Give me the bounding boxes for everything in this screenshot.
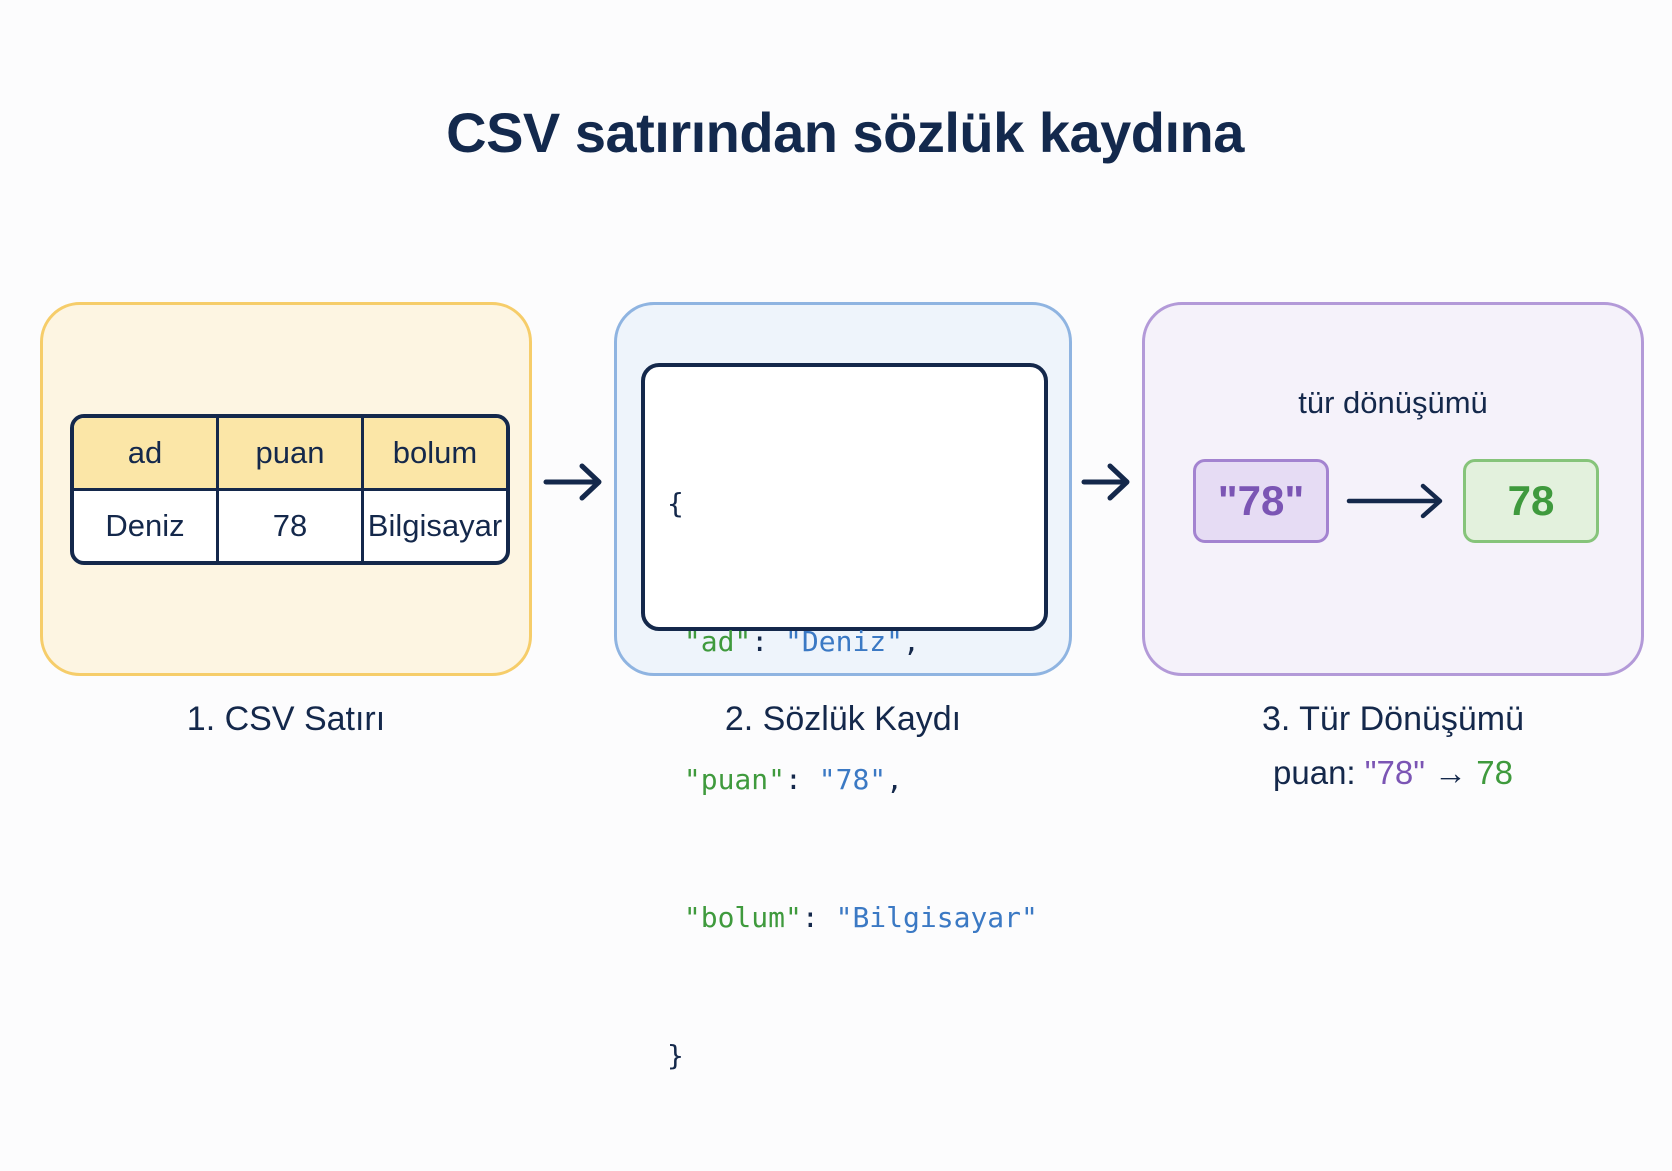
dict-value: "Deniz" [785,625,904,658]
dict-record-panel: { "ad": "Deniz", "puan": "78", "bolum": … [614,302,1072,1072]
csv-data-cell: Bilgisayar [367,508,503,543]
brace-close: } [667,1039,684,1072]
arrow-right-icon [543,463,602,501]
step-1-caption: 1. CSV Satırı [186,700,386,738]
csv-header-row: ad puan bolum [74,418,506,491]
code-close-brace: } [667,1033,1044,1079]
sub-caption-string-value: "78" [1364,754,1425,791]
type-conversion-panel: tür dönüşümü "78" 78 [1142,302,1644,676]
csv-data-cell: 78 [219,491,364,561]
type-conversion-label: tür dönüşümü [1298,385,1488,420]
csv-header-cell: ad [74,418,219,488]
dict-separator: : [801,901,836,934]
dict-separator: : [751,625,786,658]
dict-value: "78" [818,763,887,796]
step-2-caption: 2. Sözlük Kaydı [724,700,962,738]
sub-caption-number-value: 78 [1476,754,1513,791]
page-title: CSV satırından sözlük kaydına [446,101,1244,164]
sub-caption-field: puan: [1273,754,1356,791]
csv-data-cell: Deniz [74,491,219,561]
string-value-chip: "78" [1193,459,1329,543]
step-3-sub-caption: puan: "78" → 78 [1142,754,1644,792]
arrow-right-icon [1346,483,1443,519]
dict-separator: : [785,763,819,796]
code-open-brace: { [667,481,1044,527]
sub-caption-arrow: → [1434,754,1468,791]
dict-key: "puan" [683,763,786,796]
step-3-caption: 3. Tür Dönüşümü [1261,700,1525,738]
csv-table: ad puan bolum Deniz 78 Bilgisayar [70,414,510,565]
arrow-right-icon [1081,463,1130,501]
dict-comma: , [886,763,904,796]
csv-data-row: Deniz 78 Bilgisayar [74,491,506,561]
number-value-chip: 78 [1463,459,1599,543]
csv-header-cell: bolum [392,435,478,470]
code-entry: "bolum": "Bilgisayar" [667,895,1044,941]
dict-comma: , [903,625,920,658]
csv-row-panel: ad puan bolum Deniz 78 Bilgisayar [40,302,532,676]
dict-key: "ad" [683,625,752,658]
dict-code-block: { "ad": "Deniz", "puan": "78", "bolum": … [641,363,1048,1072]
code-entry: "ad": "Deniz", [667,619,1044,665]
csv-header-cell: puan [219,418,364,488]
dict-value: "Bilgisayar" [835,901,1038,934]
code-entry: "puan": "78", [667,757,1044,803]
brace-open: { [667,487,684,520]
dict-key: "bolum" [683,901,802,934]
